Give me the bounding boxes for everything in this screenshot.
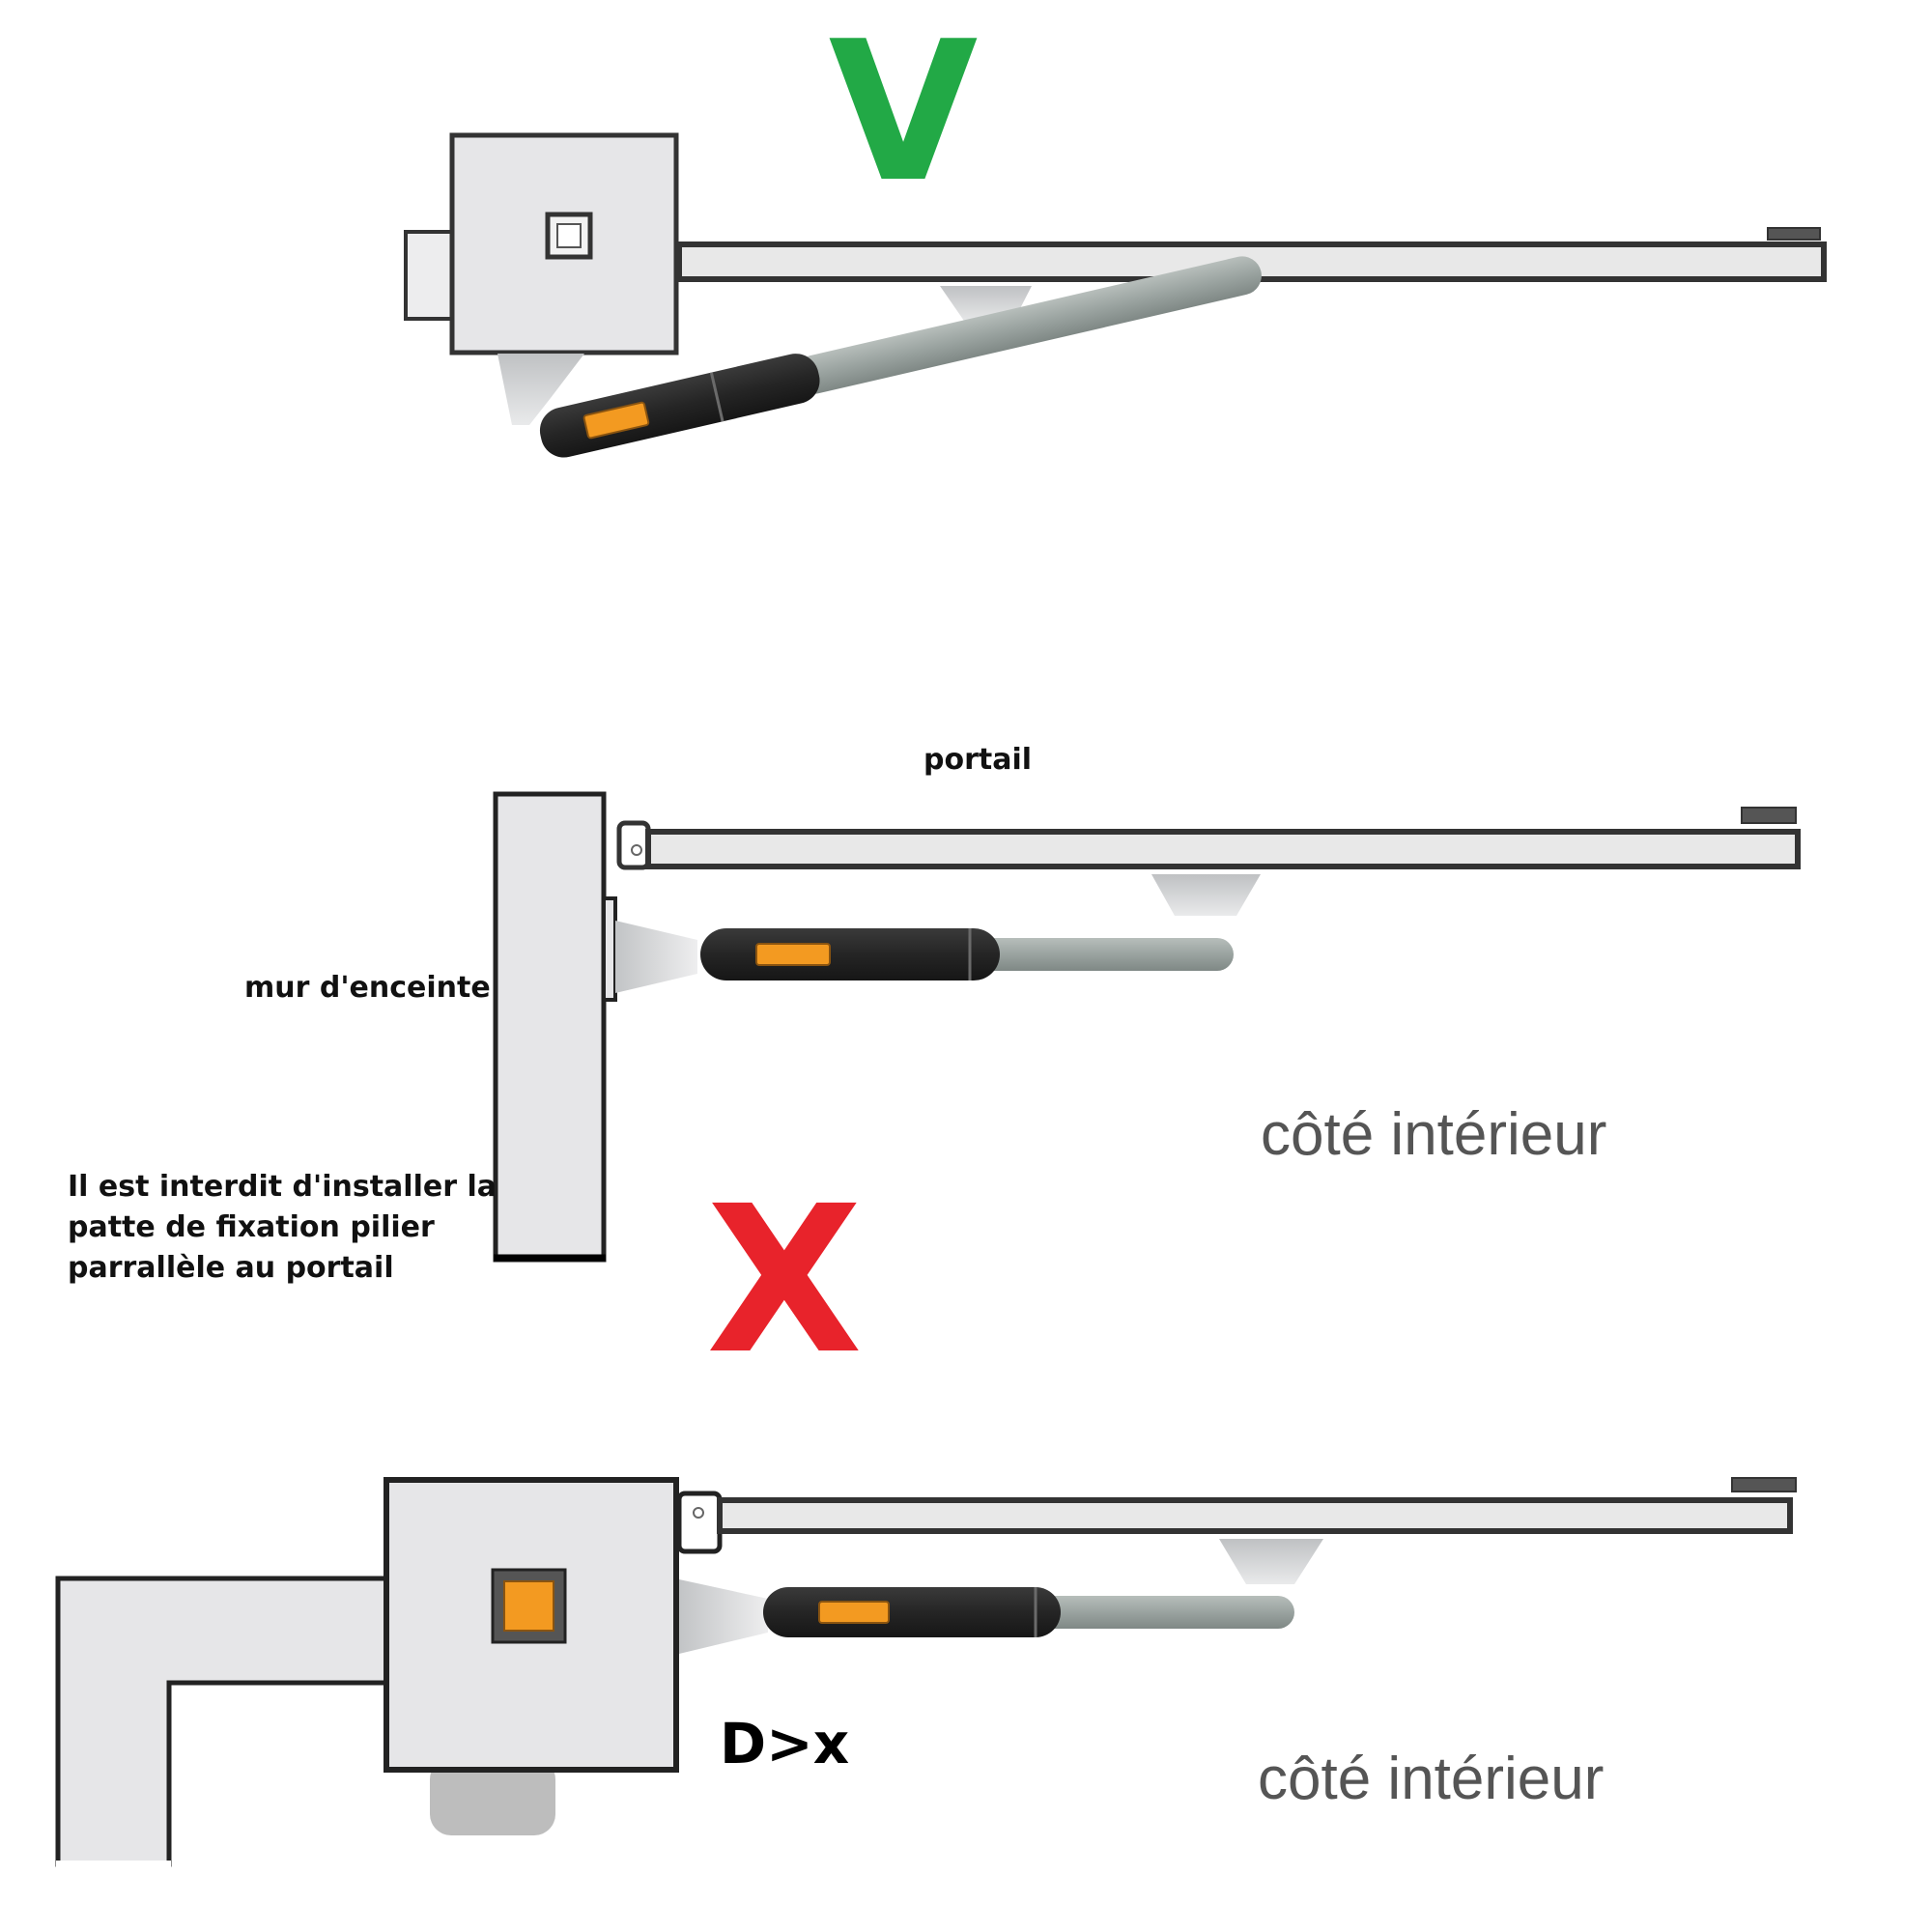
scene-corner-pillar: D>x côté intérieur xyxy=(55,1477,1797,1868)
forbidden-mark: X xyxy=(706,1162,863,1399)
wall-label: mur d'enceinte xyxy=(244,971,491,1005)
motor-arm xyxy=(539,256,1262,458)
piston-rod xyxy=(794,256,1262,394)
pillar-bracket xyxy=(679,1579,768,1654)
piston-rod xyxy=(978,938,1234,971)
inside-side-label: côté intérieur xyxy=(1258,1746,1604,1812)
distance-label: D>x xyxy=(720,1711,849,1776)
motor-arm xyxy=(763,1587,1294,1637)
gate-bracket xyxy=(1151,874,1261,916)
hinge-pin-icon xyxy=(693,1507,704,1519)
warning-line-3: parrallèle au portail xyxy=(68,1251,394,1285)
warning-line-2: patte de fixation pilier xyxy=(68,1210,435,1244)
gate-bar xyxy=(717,1497,1793,1534)
motor-body xyxy=(700,928,1000,980)
warning-text: Il est interdit d'installer la patte de … xyxy=(68,1170,497,1285)
wall-bracket-plate xyxy=(602,896,617,1002)
scene-correct: V xyxy=(404,0,1827,458)
gate-latch xyxy=(1741,807,1797,824)
warning-line-1: Il est interdit d'installer la xyxy=(68,1170,497,1204)
gate-latch xyxy=(1731,1477,1797,1492)
wall-bracket xyxy=(615,921,697,993)
motor-badge-icon xyxy=(755,943,831,966)
inside-side-label: côté intérieur xyxy=(1261,1101,1606,1168)
motor-arm xyxy=(700,928,1234,980)
gate-hinge xyxy=(676,1491,723,1554)
motor-body xyxy=(539,354,820,458)
corner-wall xyxy=(55,1576,389,1867)
pillar-bracket xyxy=(497,354,584,425)
scene-wall-parallel: portail mur d'enceinte côté intérieur Il… xyxy=(68,743,1801,1399)
motor-badge-icon xyxy=(582,401,650,440)
motor-badge-icon xyxy=(818,1601,890,1624)
pillar xyxy=(404,132,679,355)
gate-bracket xyxy=(1219,1539,1323,1584)
hinge-pin-icon xyxy=(631,844,642,856)
motor-body xyxy=(763,1587,1061,1637)
enclosure-wall xyxy=(493,791,607,1263)
piston-rod xyxy=(1034,1596,1294,1629)
pillar-base xyxy=(404,230,456,321)
gate-latch xyxy=(1767,227,1821,241)
gate-label: portail xyxy=(923,743,1032,777)
correct-mark: V xyxy=(829,0,979,225)
gate-bar xyxy=(645,829,1801,869)
pillar-foot xyxy=(430,1758,555,1835)
